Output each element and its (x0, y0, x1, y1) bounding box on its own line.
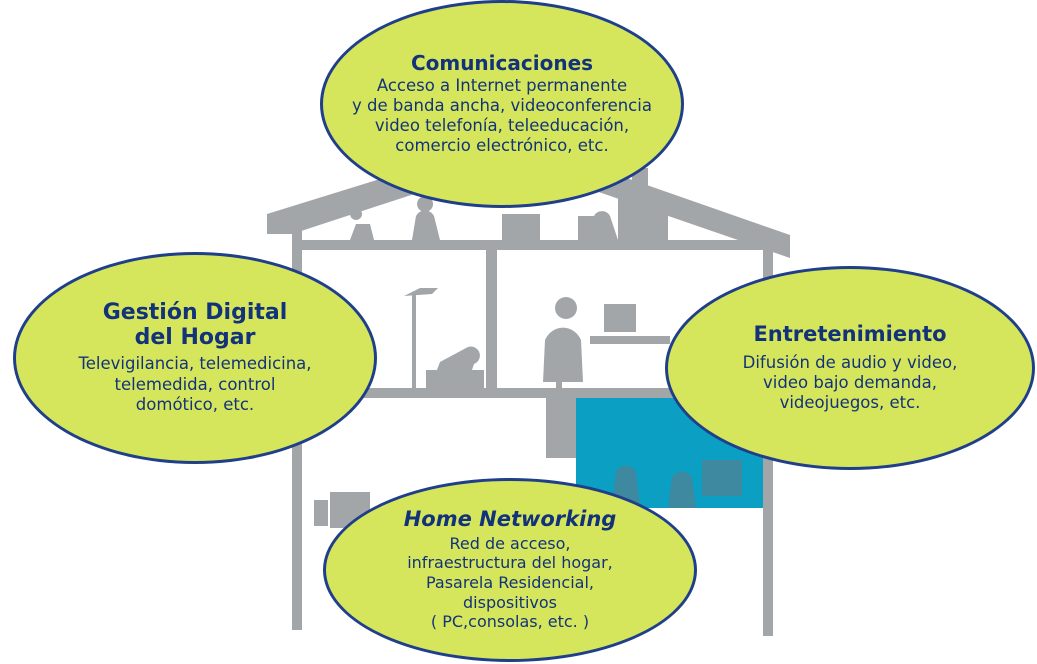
reading-sofa (426, 370, 484, 388)
tv-screen (702, 460, 742, 496)
lamp-pole (412, 292, 416, 388)
computer-desk (590, 336, 670, 344)
monitor (604, 304, 636, 332)
stair-block (546, 398, 576, 458)
house-middle-divider (486, 240, 497, 395)
bubble-gestion-digital: Gestión Digital del Hogar Televigilancia… (13, 252, 377, 464)
gestion-desc: Televigilancia, telemedicina, telemedida… (78, 354, 312, 414)
comunicaciones-title: Comunicaciones (410, 50, 594, 75)
bubble-home-networking: Home Networking Red de acceso, infraestr… (323, 478, 697, 662)
home-networking-title: Home Networking (403, 507, 617, 532)
house-chimney (632, 168, 648, 194)
entretenimiento-desc: Difusión de audio y video, video bajo de… (742, 352, 958, 412)
comunicaciones-desc: Acceso a Internet permanente y de banda … (352, 75, 652, 156)
bubble-entretenimiento: Entretenimiento Difusión de audio y vide… (665, 266, 1035, 470)
attic-person-left (350, 208, 374, 240)
person-at-computer-head (555, 297, 577, 319)
person-at-computer (543, 327, 583, 382)
attic-table (502, 214, 540, 240)
lamp-head (404, 288, 438, 296)
attic-desk (618, 198, 668, 240)
entretenimiento-title: Entretenimiento (753, 322, 947, 347)
house-floor-middle (292, 388, 773, 398)
chair (556, 378, 562, 388)
low-lamp (314, 500, 328, 526)
attic-stool (578, 216, 596, 240)
home-networking-desc: Red de acceso, infraestructura del hogar… (407, 533, 613, 632)
gestion-title: Gestión Digital del Hogar (102, 300, 288, 350)
house-floor-attic (292, 240, 773, 250)
tv-viewer-right (668, 471, 696, 508)
attic-person-reading (412, 196, 440, 240)
attic-person-desk (592, 211, 618, 240)
bubble-comunicaciones: Comunicaciones Acceso a Internet permane… (320, 0, 684, 208)
